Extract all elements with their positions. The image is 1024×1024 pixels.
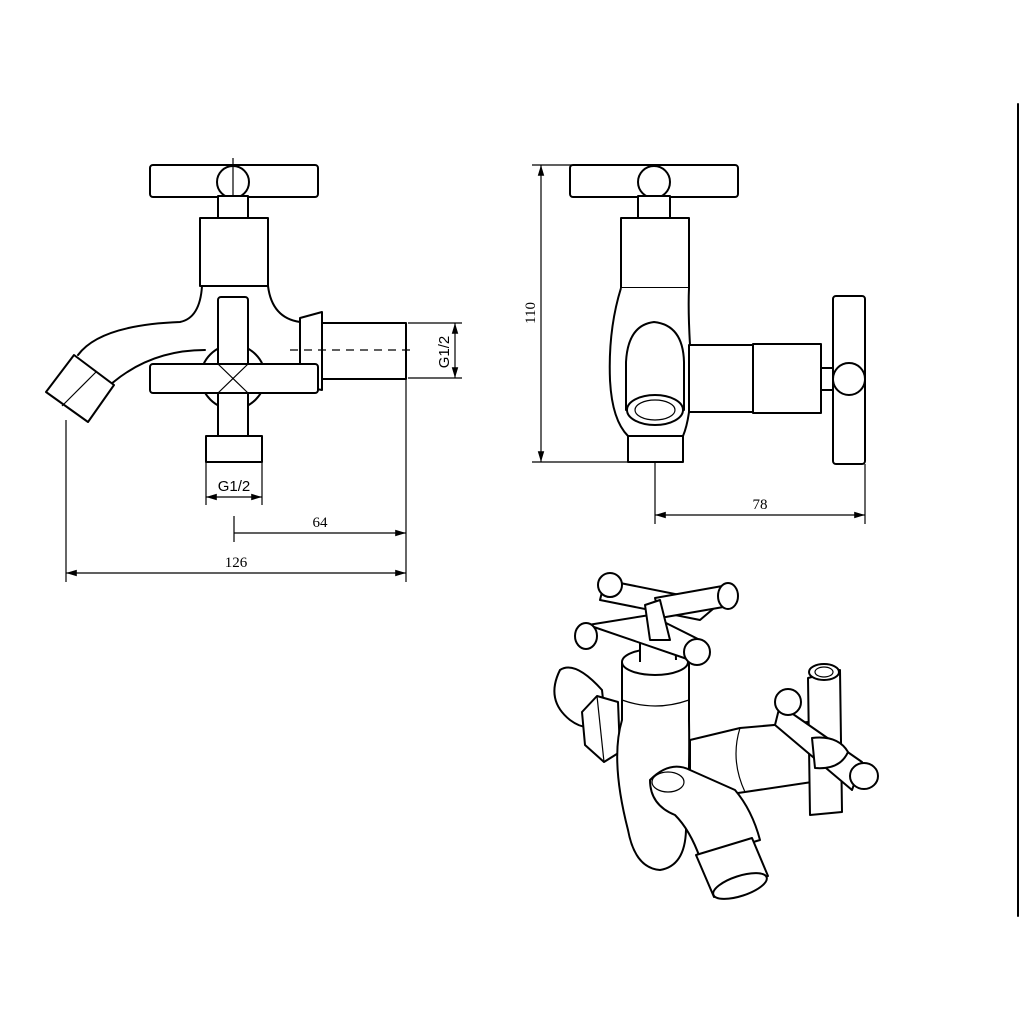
side-dimensions: 110 78 — [523, 164, 866, 524]
iso-top-handle — [574, 572, 739, 666]
dim-outlet-to-wall: 64 — [313, 515, 329, 531]
front-view — [45, 158, 412, 463]
dim-height: 110 — [523, 302, 539, 324]
thread-inlet-label: G1/2 — [218, 478, 251, 495]
isometric-view — [553, 572, 879, 900]
dim-overall-length: 126 — [225, 555, 248, 571]
side-view — [569, 164, 866, 465]
thread-top-label: G1/2 — [436, 336, 453, 369]
dim-depth: 78 — [753, 497, 768, 513]
front-dimensions: G1/2 G1/2 64 126 — [65, 322, 462, 582]
iso-side-handle — [774, 663, 879, 816]
